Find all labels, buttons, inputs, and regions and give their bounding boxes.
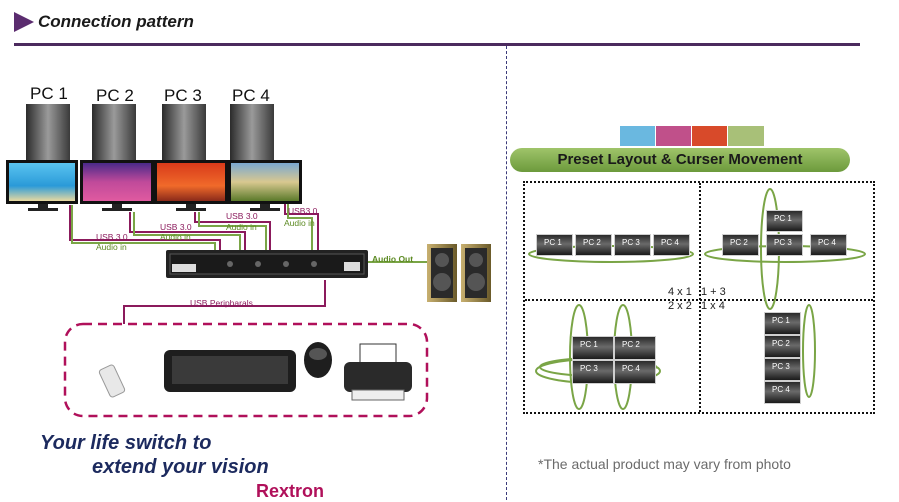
layout-1x4-pc3: PC 3 — [614, 234, 651, 256]
monitor-thumbnails — [620, 126, 764, 146]
peripherals-box — [63, 322, 429, 418]
formula-1p3: 1 + 3 — [701, 286, 726, 298]
formula-2x2: 2 x 2 — [668, 300, 692, 312]
formula-4x1: 4 x 1 — [668, 286, 692, 298]
layout-1p3-pc2: PC 2 — [722, 234, 759, 256]
audio-label-4: Audio in — [284, 218, 315, 228]
usb-drive-icon — [98, 364, 126, 398]
layout-2x2-pc1: PC 1 — [572, 336, 614, 360]
tagline-line-1: Your life switch to — [40, 432, 212, 454]
vertical-divider — [506, 46, 507, 500]
layout-2x2-pc2: PC 2 — [614, 336, 656, 360]
usb-label-3: USB 3.0 — [226, 211, 258, 221]
usb-label-2: USB 3.0 — [160, 222, 192, 232]
speakers — [427, 244, 491, 302]
printer-icon — [344, 343, 412, 401]
layout-4x1-pc2: PC 2 — [764, 335, 801, 358]
layout-4x1-pc3: PC 3 — [764, 358, 801, 381]
pc-tower-3 — [162, 104, 206, 164]
brand-name: Rextron — [256, 481, 325, 501]
usb-label-1: USB 3.0 — [96, 232, 128, 242]
usb-label-4: USB3.0 — [288, 206, 318, 216]
pc-label-3: PC 3 — [164, 86, 202, 105]
pc-tower-4 — [230, 104, 274, 164]
layout-2x2-pc3: PC 3 — [572, 360, 614, 384]
layout-1x4-pc2: PC 2 — [575, 234, 612, 256]
layout-1p3-pc4: PC 4 — [810, 234, 847, 256]
pc-label-2: PC 2 — [96, 86, 134, 105]
preset-title: Preset Layout & Curser Movement — [557, 151, 803, 168]
layout-4x1-pc4: PC 4 — [764, 381, 801, 404]
keyboard-icon — [164, 350, 296, 392]
tagline-line-2: extend your vision — [92, 456, 269, 478]
layout-1x4-pc4: PC 4 — [653, 234, 690, 256]
formula-1x4: 1 x 4 — [701, 300, 725, 312]
layout-4x1-pc1: PC 1 — [764, 312, 801, 335]
monitor-3 — [154, 160, 228, 211]
mouse-icon — [304, 342, 332, 378]
pc-label-1: PC 1 — [30, 84, 68, 103]
monitor-4 — [228, 160, 302, 211]
kvm-switch — [166, 250, 368, 278]
page-title: Connection pattern — [38, 12, 194, 31]
audio-label-1: Audio in — [96, 242, 127, 252]
pc-label-4: PC 4 — [232, 86, 270, 105]
usb-peripherals-label: USB Peripharals — [190, 298, 253, 308]
preset-title-bar — [510, 148, 850, 172]
layout-1p3-pc3: PC 3 — [766, 234, 803, 256]
layout-2x2-pc4: PC 4 — [614, 360, 656, 384]
monitor-1 — [6, 160, 78, 211]
audio-label-3: Audio in — [226, 222, 257, 232]
disclaimer-note: *The actual product may vary from photo — [538, 456, 791, 472]
pc-tower-1 — [26, 104, 70, 164]
header-triangle-icon — [14, 12, 34, 32]
layout-1x4-pc1: PC 1 — [536, 234, 573, 256]
connection-diagram — [6, 104, 491, 418]
monitor-2 — [80, 160, 154, 211]
pc-tower-2 — [92, 104, 136, 164]
layout-grid-vline — [699, 183, 701, 412]
audio-out-label: Audio Out — [372, 254, 414, 264]
audio-label-2: Audio in — [160, 232, 191, 242]
header-divider — [14, 43, 860, 46]
layout-grid — [523, 181, 875, 414]
layout-1p3-pc1: PC 1 — [766, 210, 803, 232]
